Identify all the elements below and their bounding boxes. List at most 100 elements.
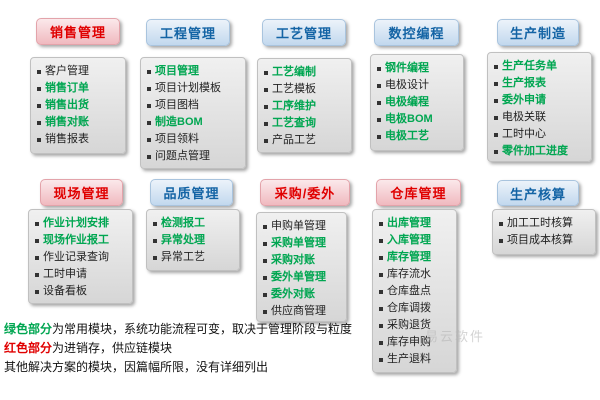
module-item-label: 项目管理 (155, 65, 199, 77)
module-item-label: 工艺编制 (272, 66, 316, 78)
module-item-label: 采购对账 (271, 254, 315, 266)
bullet-icon (37, 86, 41, 91)
module-box-cnc: 钢件编程 电极设计 电极编程 电极BOM 电极工艺 (370, 54, 464, 151)
module-item-label: 加工工时核算 (507, 217, 573, 229)
module-item-label: 出库管理 (387, 217, 431, 229)
bullet-icon (264, 138, 268, 143)
module-item: 检测报工 (150, 215, 236, 232)
module-header-production: 生产制造 (497, 19, 579, 46)
bullet-icon (263, 241, 267, 246)
module-item-label: 客户管理 (45, 65, 89, 77)
module-box-engineering: 项目管理 项目计划模板 项目图档 制造BOM 项目领料 问题点管理 (140, 57, 246, 169)
module-item-label: 工时中心 (502, 128, 546, 140)
module-item: 供应商管理 (260, 303, 343, 320)
bullet-icon (263, 258, 267, 263)
module-header-costing: 生产核算 (497, 180, 579, 206)
module-item: 电极关联 (491, 109, 588, 126)
module-item-label: 电极编程 (385, 96, 429, 108)
bullet-icon (37, 120, 41, 125)
module-item-label: 项目图档 (155, 99, 199, 111)
module-box-process: 工艺编制 工艺模板 工序维护 工艺查询 产品工艺 (257, 58, 352, 153)
module-box-production: 生产任务单 生产报表 委外申请 电极关联 工时中心 零件加工进度 (487, 52, 592, 162)
bullet-icon (37, 103, 41, 108)
module-item: 异常工艺 (150, 249, 236, 266)
bullet-icon (377, 83, 381, 88)
module-item-label: 申购单管理 (271, 220, 326, 232)
module-item-label: 工序维护 (272, 100, 316, 112)
legend-text: 为常用模块，系统功能流程可变，取决于管理阶段与粒度 (52, 322, 353, 336)
bullet-icon (499, 238, 503, 243)
module-item: 工时申请 (32, 266, 129, 283)
module-item-label: 产品工艺 (272, 134, 316, 146)
bullet-icon (35, 221, 39, 226)
module-item: 工时中心 (491, 126, 588, 143)
module-box-shopfloor: 作业计划安排 现场作业报工 作业记录查询 工时申请 设备看板 (28, 209, 133, 304)
module-item-label: 设备看板 (43, 285, 87, 297)
module-box-purchasing: 申购单管理 采购单管理 采购对账 委外单管理 委外对账 供应商管理 (256, 212, 347, 322)
legend-line-other: 其他解决方案的模块，因篇幅所限，没有详细列出 (4, 358, 352, 377)
module-item-label: 工艺查询 (272, 117, 316, 129)
module-item: 电极BOM (374, 111, 460, 128)
module-header-purchasing: 采购/委外 (260, 179, 350, 206)
module-item-label: 检测报工 (161, 217, 205, 229)
bullet-icon (377, 100, 381, 105)
module-box-sales: 客户管理 销售订单 销售出货 销售对账 销售报表 (30, 57, 126, 154)
module-item-label: 销售对账 (45, 116, 89, 128)
module-item-label: 制造BOM (155, 116, 203, 128)
module-item-label: 作业计划安排 (43, 217, 109, 229)
module-item-label: 生产退料 (387, 353, 431, 365)
module-item-label: 项目计划模板 (155, 82, 221, 94)
module-item-label: 异常处理 (161, 234, 205, 246)
module-item-label: 供应商管理 (271, 305, 326, 317)
module-item-label: 生产报表 (502, 77, 546, 89)
bullet-icon (379, 306, 383, 311)
bullet-icon (264, 87, 268, 92)
bullet-icon (263, 224, 267, 229)
module-item-label: 电极工艺 (385, 130, 429, 142)
bullet-icon (263, 309, 267, 314)
module-item-label: 仓库调拨 (387, 302, 431, 314)
module-item-label: 入库管理 (387, 234, 431, 246)
module-item: 库存管理 (376, 249, 453, 266)
module-item-label: 库存申购 (387, 336, 431, 348)
module-item: 作业计划安排 (32, 215, 129, 232)
bullet-icon (153, 221, 157, 226)
module-item: 采购单管理 (260, 235, 343, 252)
module-item-label: 采购单管理 (271, 237, 326, 249)
module-header-engineering: 工程管理 (146, 19, 230, 46)
module-header-sales: 销售管理 (36, 18, 120, 45)
module-item-label: 委外申请 (502, 94, 546, 106)
module-item: 作业记录查询 (32, 249, 129, 266)
module-header-shopfloor: 现场管理 (40, 179, 123, 206)
module-item: 项目计划模板 (144, 80, 242, 97)
module-item: 电极设计 (374, 77, 460, 94)
module-item: 制造BOM (144, 114, 242, 131)
module-item: 钢件编程 (374, 60, 460, 77)
module-item: 项目图档 (144, 97, 242, 114)
module-item: 销售报表 (34, 131, 122, 148)
module-header-warehouse: 仓库管理 (376, 179, 461, 206)
bullet-icon (494, 132, 498, 137)
module-item: 仓库调拨 (376, 300, 453, 317)
module-item: 问题点管理 (144, 148, 242, 165)
bullet-icon (37, 137, 41, 142)
legend-line-red: 红色部分为进销存，供应链模块 (4, 339, 352, 358)
module-item-label: 钢件编程 (385, 62, 429, 74)
module-item: 加工工时核算 (496, 215, 592, 232)
module-item: 出库管理 (376, 215, 453, 232)
module-item: 电极工艺 (374, 128, 460, 145)
module-item-label: 库存管理 (387, 251, 431, 263)
module-item: 生产报表 (491, 75, 588, 92)
module-item: 工序维护 (261, 98, 348, 115)
module-item: 入库管理 (376, 232, 453, 249)
module-item-label: 问题点管理 (155, 150, 210, 162)
module-item-label: 生产任务单 (502, 60, 557, 72)
module-box-warehouse: 出库管理 入库管理 库存管理 库存流水 仓库盘点 仓库调拨 采购退货 库存申购 … (372, 209, 457, 373)
module-item: 委外申请 (491, 92, 588, 109)
bullet-icon (37, 69, 41, 74)
module-header-process: 工艺管理 (262, 19, 346, 46)
bullet-icon (377, 117, 381, 122)
bullet-icon (147, 137, 151, 142)
bullet-icon (379, 289, 383, 294)
module-item: 工艺查询 (261, 115, 348, 132)
